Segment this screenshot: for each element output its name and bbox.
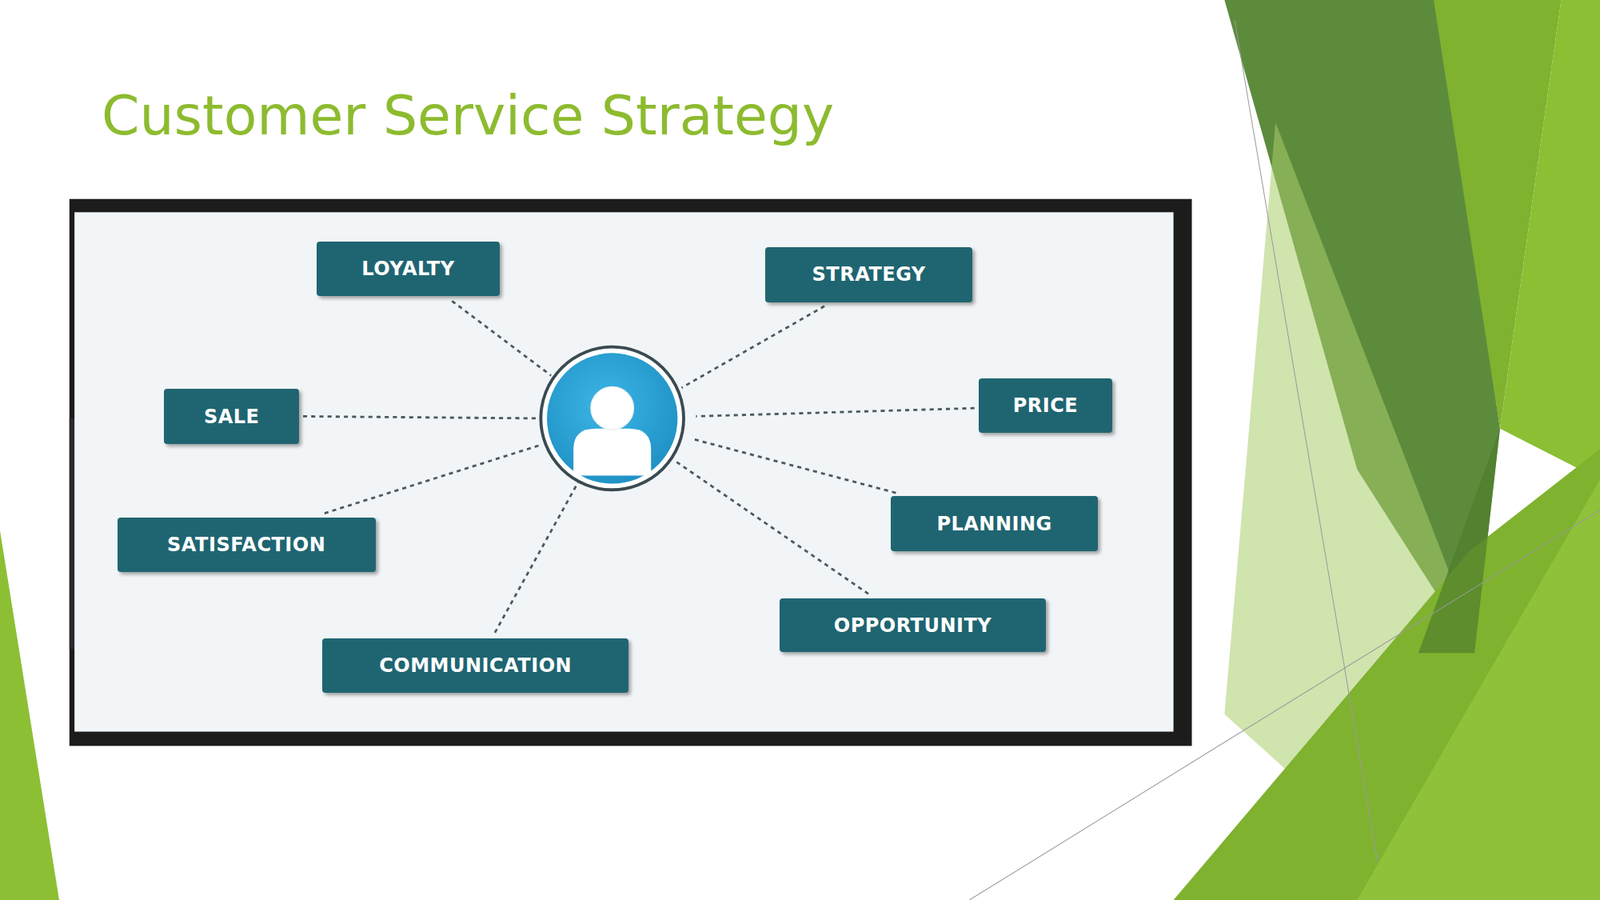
keyword-box: SATISFACTION (117, 517, 376, 572)
customer-icon (540, 347, 684, 491)
keyword-label: PRICE (1013, 394, 1079, 417)
keyword-label: SATISFACTION (167, 533, 326, 556)
keyword-label: STRATEGY (812, 263, 926, 286)
keyword-label: PLANNING (936, 512, 1052, 535)
picture-frame (69, 199, 1193, 747)
keyword-box: SALE (163, 388, 299, 444)
keyword-label: LOYALTY (361, 257, 455, 280)
keyword-label: SALE (203, 405, 260, 428)
keyword-label: COMMUNICATION (379, 654, 572, 677)
leader-lines (303, 300, 975, 633)
keyword-box: LOYALTY (316, 241, 501, 296)
keyword-box: STRATEGY (765, 247, 973, 303)
keyword-box: PLANNING (890, 495, 1098, 551)
keyword-box: OPPORTUNITY (779, 598, 1046, 653)
keyword-box: PRICE (978, 378, 1113, 433)
slide-title: Customer Service Strategy (101, 83, 834, 149)
keyword-label: OPPORTUNITY (833, 614, 993, 637)
keyword-box: COMMUNICATION (322, 638, 629, 694)
